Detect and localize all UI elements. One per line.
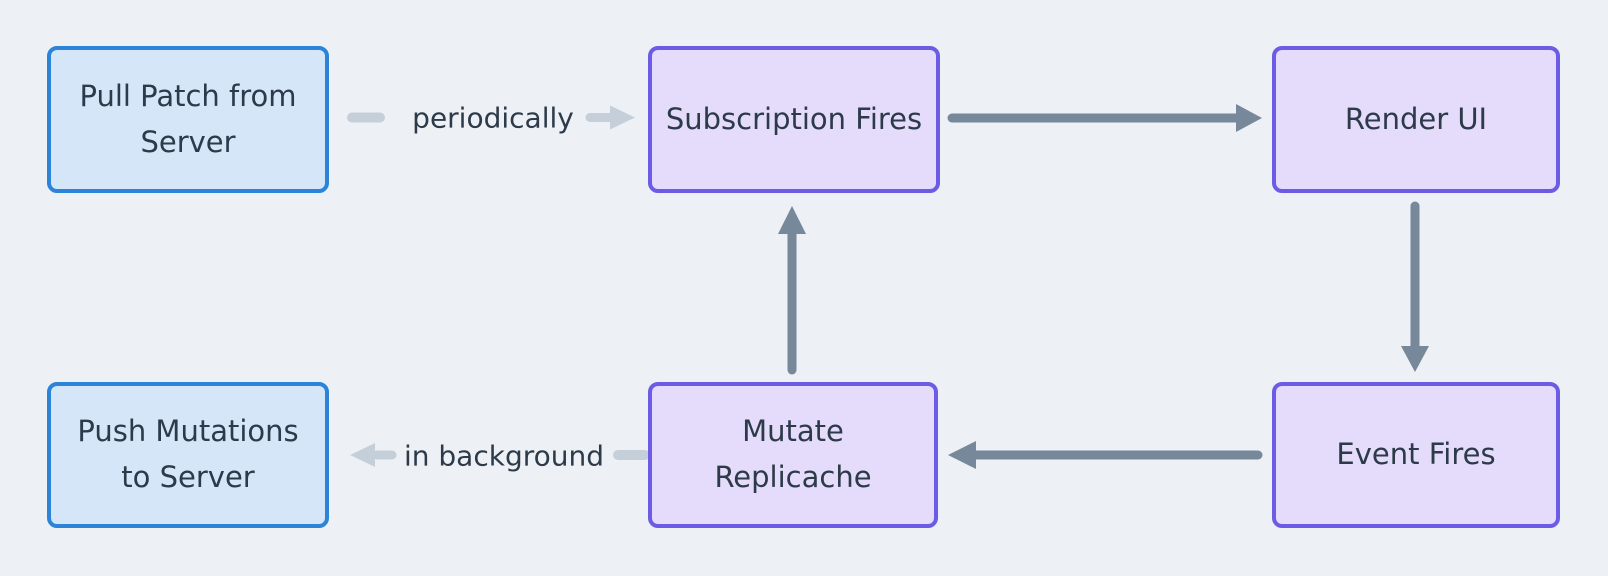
- node-push-mutations-to-server: Push Mutations to Server: [47, 382, 329, 528]
- node-label: Pull Patch from Server: [79, 78, 297, 159]
- node-label: Subscription Fires: [665, 101, 923, 136]
- edge-label-in-background: in background: [403, 439, 605, 473]
- node-event-fires: Event Fires: [1272, 382, 1560, 528]
- node-subscription-fires: Subscription Fires: [648, 46, 940, 193]
- edge-label-periodically: periodically: [412, 101, 574, 135]
- edge-mutate-to-subscription-arrow: [778, 206, 806, 375]
- node-label: Mutate Replicache: [714, 414, 872, 494]
- node-mutate-replicache: Mutate Replicache: [648, 382, 938, 528]
- edge-pull-to-subscription-arrow: [347, 105, 635, 130]
- node-pull-patch-from-server: Pull Patch from Server: [47, 46, 329, 193]
- edge-render-to-event-arrow: [1401, 201, 1429, 372]
- edge-event-to-mutate-arrow: [948, 441, 1263, 469]
- node-label: Event Fires: [1336, 437, 1496, 472]
- node-label: Render UI: [1344, 101, 1488, 136]
- edge-subscription-to-render-arrow: [947, 104, 1262, 132]
- edge-mutate-to-push-arrow: [350, 443, 650, 467]
- node-render-ui: Render UI: [1272, 46, 1560, 193]
- node-label: Push Mutations to Server: [77, 414, 299, 494]
